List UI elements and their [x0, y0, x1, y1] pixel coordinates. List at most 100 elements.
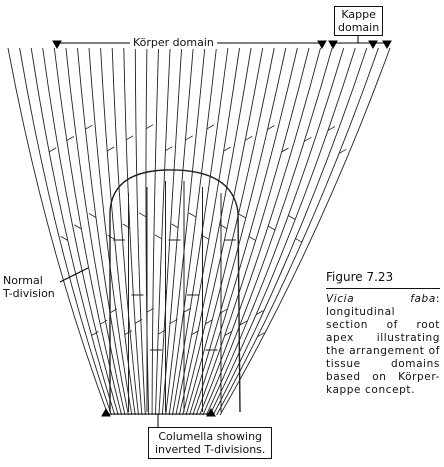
t-division-wall: [206, 124, 215, 130]
cell-file: [42, 47, 119, 416]
t-division-wall: [165, 146, 173, 152]
cell-file: [111, 47, 139, 416]
t-division-wall: [245, 135, 253, 141]
cell-file: [19, 47, 112, 416]
cell-file: [145, 47, 150, 416]
t-division-wall: [201, 234, 210, 240]
t-division-wall: [60, 236, 68, 241]
t-division-wall: [257, 332, 265, 338]
t-division-wall: [85, 124, 93, 130]
t-division-wall: [122, 223, 130, 229]
t-division-wall: [304, 136, 312, 142]
cell-file: [195, 47, 310, 416]
t-division-wall: [223, 146, 231, 152]
columella-boundary: [109, 169, 241, 413]
t-division-wall: [256, 310, 264, 315]
t-division-wall: [126, 135, 134, 141]
caption-text: Vicia faba: longitudinal section of root…: [326, 293, 440, 397]
t-division-wall: [171, 223, 179, 229]
cell-file: [209, 47, 356, 416]
cell-file: [202, 47, 333, 416]
t-division-wall: [154, 234, 162, 240]
t-division-wall: [158, 329, 166, 335]
cell-file: [88, 47, 133, 416]
cell-file: [134, 47, 146, 416]
t-division-wall: [281, 147, 289, 153]
cell-files: [7, 47, 391, 416]
domain-marker-up: [206, 407, 216, 417]
t-division-wall: [74, 224, 82, 230]
t-division-wall: [109, 308, 118, 314]
cell-file: [182, 47, 264, 416]
t-division-wall: [183, 308, 191, 313]
cell-file: [161, 47, 194, 416]
t-division-wall: [170, 318, 178, 324]
figure-caption: Figure 7.23 Vicia faba: longitudinal sec…: [326, 270, 440, 397]
t-division-wall: [294, 237, 303, 243]
t-division-wall: [88, 213, 97, 218]
columella-outline: [109, 169, 241, 413]
caption-body: : longitudinal section of root apex illu…: [326, 293, 440, 396]
t-division-wall: [267, 125, 275, 130]
t-division-wall: [238, 213, 246, 219]
t-division-wall: [146, 307, 154, 313]
t-division-wall: [188, 212, 197, 218]
species-name: Vicia faba: [326, 293, 436, 305]
cell-file: [205, 47, 345, 416]
t-division-wall: [48, 147, 57, 153]
t-division-wall: [327, 126, 336, 131]
cell-file: [30, 47, 116, 416]
cell-file: [219, 47, 391, 416]
t-division-pointer: [59, 267, 89, 283]
cell-file: [175, 47, 240, 416]
cell-file: [168, 47, 217, 416]
t-division-wall: [288, 215, 296, 220]
t-division-wall: [205, 319, 213, 325]
t-division-wall: [224, 331, 232, 336]
t-division-wall: [138, 212, 147, 218]
cell-file: [53, 47, 123, 416]
t-division-wall: [185, 135, 193, 141]
t-division-wall: [219, 224, 228, 229]
domain-marker-down: [52, 40, 62, 50]
korper-domain-label: Körper domain: [130, 36, 217, 49]
cell-file: [199, 47, 321, 416]
cell-file: [158, 47, 183, 416]
cell-file: [185, 47, 275, 416]
domain-marker-down: [382, 40, 392, 50]
cell-file: [192, 47, 298, 416]
cell-file: [151, 47, 159, 416]
t-division-wall: [145, 124, 154, 130]
t-division-wall: [239, 320, 248, 326]
cell-file: [216, 47, 379, 416]
t-division-wall: [107, 146, 115, 152]
figure-number: Figure 7.23: [326, 270, 440, 289]
t-division-wall: [107, 234, 115, 240]
t-division-wall: [248, 236, 256, 241]
kappe-domain-label: Kappe domain: [334, 6, 384, 36]
cell-file: [165, 47, 206, 416]
cell-file: [77, 47, 129, 416]
cell-file: [178, 47, 252, 416]
t-division-wall: [66, 136, 74, 141]
cell-file: [172, 47, 229, 416]
cell-file: [123, 47, 143, 416]
t-division-walls: [48, 124, 347, 338]
t-division-wall: [100, 319, 108, 325]
cell-file: [65, 47, 126, 416]
cell-file: [100, 47, 136, 416]
cell-file: [155, 47, 171, 416]
domain-marker-down: [368, 40, 378, 50]
t-division-wall: [267, 225, 276, 231]
domain-marker-up: [101, 407, 111, 417]
t-division-wall: [339, 148, 347, 154]
domain-marker-down: [328, 40, 338, 50]
t-division-wall: [134, 319, 143, 324]
normal-t-division-label: Normal T-division: [3, 274, 55, 300]
domain-marker-down: [317, 40, 327, 50]
t-division-wall: [219, 308, 228, 314]
cell-file: [189, 47, 287, 416]
t-division-wall: [191, 330, 199, 335]
t-division-wall: [91, 331, 99, 336]
